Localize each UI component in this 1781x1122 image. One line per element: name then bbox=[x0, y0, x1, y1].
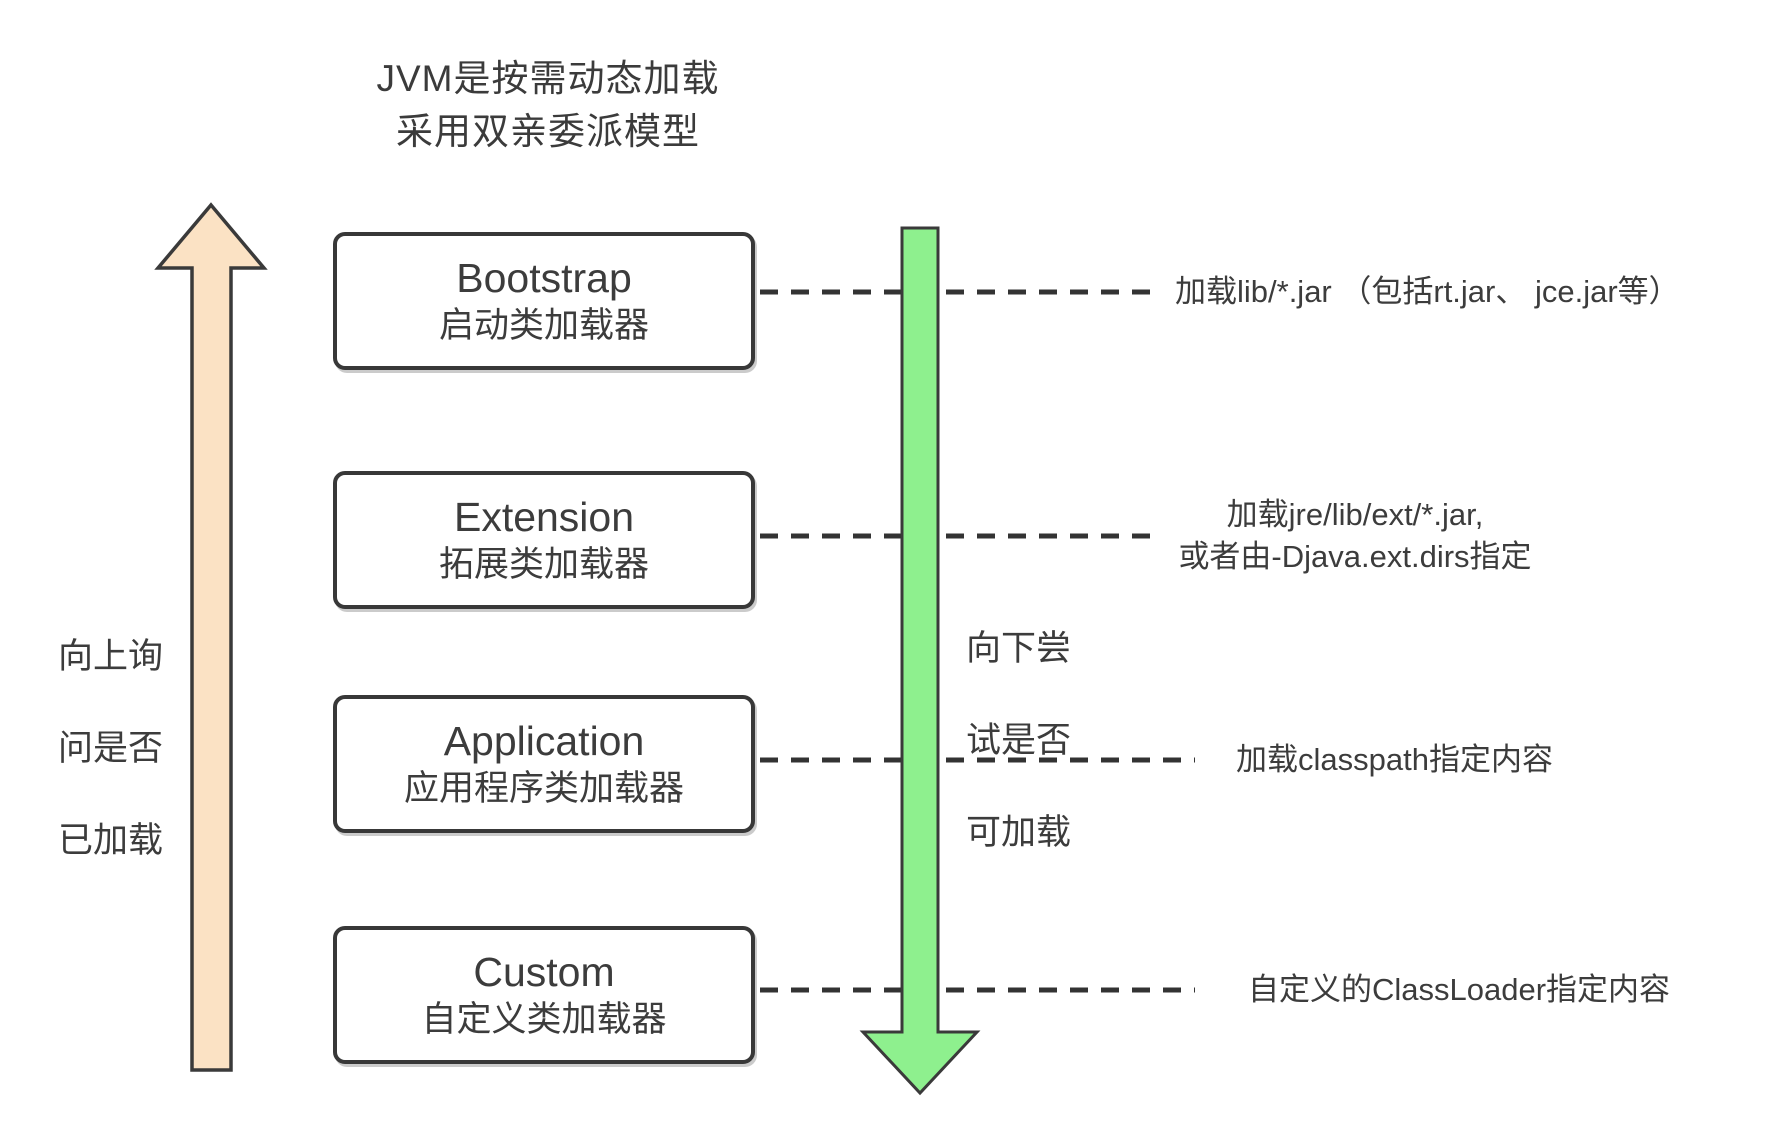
up-arrow-label: 向上询 问是否 已加载 bbox=[58, 588, 163, 910]
note-application-line1: 加载classpath指定内容 bbox=[1236, 742, 1553, 777]
diagram-title-line1: JVM是按需动态加载 bbox=[376, 58, 720, 99]
note-custom-line1: 自定义的ClassLoader指定内容 bbox=[1248, 972, 1671, 1007]
loader-name: Extension bbox=[453, 494, 635, 540]
note-custom: 自定义的ClassLoader指定内容 bbox=[1248, 969, 1670, 1011]
down-arrow-label-line1: 向下尝 bbox=[966, 629, 1072, 668]
loader-subtitle: 拓展类加载器 bbox=[438, 545, 649, 584]
loader-subtitle: 自定义类加载器 bbox=[421, 1000, 667, 1039]
down-arrow-label: 向下尝 试是否 可加载 bbox=[966, 580, 1071, 902]
up-arrow-label-line1: 向上询 bbox=[58, 637, 164, 676]
loader-box-application: Application 应用程序类加载器 bbox=[333, 695, 755, 833]
down-arrow bbox=[859, 226, 981, 1096]
loader-name: Custom bbox=[473, 949, 615, 995]
up-arrow-label-line3: 已加载 bbox=[58, 821, 164, 860]
note-bootstrap: 加载lib/*.jar （包括rt.jar、 jce.jar等） bbox=[1175, 271, 1680, 313]
loader-name: Bootstrap bbox=[456, 255, 632, 301]
note-extension-line2: 或者由-Djava.ext.dirs指定 bbox=[1178, 539, 1532, 574]
note-application: 加载classpath指定内容 bbox=[1236, 739, 1553, 781]
down-arrow-label-line2: 试是否 bbox=[966, 721, 1072, 760]
up-arrow-label-line2: 问是否 bbox=[58, 729, 164, 768]
diagram-title: JVM是按需动态加载 采用双亲委派模型 bbox=[298, 52, 798, 158]
up-arrow bbox=[154, 202, 268, 1072]
loader-box-bootstrap: Bootstrap 启动类加载器 bbox=[333, 232, 755, 370]
note-extension: 加载jre/lib/ext/*.jar, 或者由-Djava.ext.dirs指… bbox=[1145, 494, 1565, 578]
loader-name: Application bbox=[443, 718, 645, 764]
loader-box-custom: Custom 自定义类加载器 bbox=[333, 926, 755, 1064]
down-arrow-label-line3: 可加载 bbox=[966, 813, 1072, 852]
loader-subtitle: 启动类加载器 bbox=[438, 306, 649, 345]
note-extension-line1: 加载jre/lib/ext/*.jar, bbox=[1226, 497, 1484, 532]
loader-subtitle: 应用程序类加载器 bbox=[403, 769, 684, 808]
diagram-title-line2: 采用双亲委派模型 bbox=[396, 111, 700, 152]
note-bootstrap-line1: 加载lib/*.jar （包括rt.jar、 jce.jar等） bbox=[1175, 274, 1680, 309]
loader-box-extension: Extension 拓展类加载器 bbox=[333, 471, 755, 609]
